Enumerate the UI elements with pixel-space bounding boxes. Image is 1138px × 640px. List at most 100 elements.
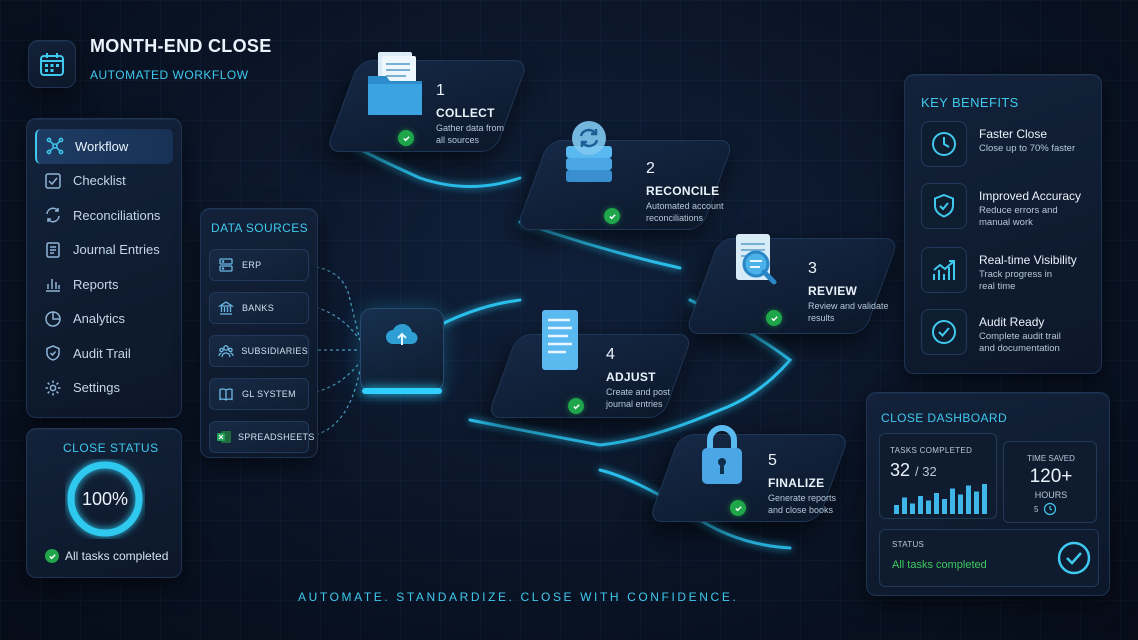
check-icon bbox=[604, 208, 620, 224]
sidebar-item-workflow[interactable]: Workflow bbox=[35, 129, 173, 164]
calendar-icon bbox=[28, 40, 76, 88]
source-gl-system[interactable]: GL SYSTEM bbox=[209, 378, 309, 410]
benefit-desc-line: Close up to 70% faster bbox=[979, 143, 1076, 154]
document-icon bbox=[538, 308, 584, 378]
source-label: SPREADSHEETS bbox=[238, 432, 315, 442]
source-banks[interactable]: BANKS bbox=[209, 292, 309, 324]
step-desc-line: Review and validate bbox=[808, 301, 889, 311]
step-desc-line: Generate reports bbox=[768, 493, 837, 503]
excel-icon bbox=[216, 427, 232, 447]
magnifier-document-icon bbox=[730, 230, 786, 298]
tasks-bar bbox=[902, 497, 907, 514]
source-spreadsheets[interactable]: SPREADSHEETS bbox=[209, 421, 314, 453]
tasks-bar-chart bbox=[894, 484, 987, 514]
step-desc-line: Gather data from bbox=[436, 123, 505, 133]
step-desc-line: Automated account bbox=[646, 201, 724, 211]
status-card: STATUS All tasks completed bbox=[879, 529, 1099, 587]
sidebar-item-audit-trail[interactable]: Audit Trail bbox=[35, 336, 173, 371]
progress-ring bbox=[67, 461, 143, 537]
sidebar-item-settings[interactable]: Settings bbox=[35, 371, 173, 406]
benefit-desc-line: and documentation bbox=[979, 343, 1060, 354]
sidebar-item-reports[interactable]: Reports bbox=[35, 267, 173, 302]
cloud-upload-icon bbox=[384, 320, 420, 352]
data-sources-title: DATA SOURCES bbox=[211, 221, 309, 235]
sidebar-item-label: Journal Entries bbox=[73, 242, 160, 258]
sidebar-item-analytics[interactable]: Analytics bbox=[35, 302, 173, 337]
sidebar-item-label: Reports bbox=[73, 276, 119, 292]
sidebar-item-label: Audit Trail bbox=[73, 345, 131, 361]
benefit-desc-line: Reduce errors and bbox=[979, 205, 1058, 216]
benefit-desc-line: manual work bbox=[979, 217, 1033, 228]
users-icon bbox=[216, 341, 235, 361]
close-dashboard-title: CLOSE DASHBOARD bbox=[881, 411, 1008, 425]
close-status-percent: 100% bbox=[81, 489, 129, 509]
app-subtitle: AUTOMATED WORKFLOW bbox=[90, 68, 249, 82]
step-title: REVIEW bbox=[808, 284, 858, 298]
data-sources-panel: DATA SOURCES ERP BANKS SUBSIDIARIES GL S… bbox=[200, 208, 318, 458]
source-label: ERP bbox=[242, 260, 262, 270]
trend-chart-icon bbox=[921, 247, 967, 293]
step-desc: Automated account reconciliations bbox=[646, 200, 724, 224]
tasks-completed-label: TASKS COMPLETED bbox=[890, 446, 973, 455]
tasks-bar bbox=[950, 488, 955, 514]
book-icon bbox=[216, 384, 236, 404]
close-status-panel: CLOSE STATUS 100% All tasks completed bbox=[26, 428, 182, 578]
benefit-title: Real-time Visibility bbox=[979, 253, 1077, 267]
benefit-desc: Close up to 70% faster bbox=[979, 143, 1089, 155]
journal-icon bbox=[43, 240, 63, 260]
check-icon bbox=[398, 130, 414, 146]
sidebar-item-checklist[interactable]: Checklist bbox=[35, 164, 173, 199]
tasks-completed-card: TASKS COMPLETED 32 / 32 bbox=[879, 433, 997, 519]
close-dashboard-panel: CLOSE DASHBOARD TASKS COMPLETED 32 / 32 … bbox=[866, 392, 1110, 596]
stopwatch-text: 5 bbox=[1034, 504, 1039, 514]
tasks-completed-value: 32 / 32 bbox=[890, 460, 937, 481]
status-value: All tasks completed bbox=[892, 559, 987, 571]
status-label: STATUS bbox=[892, 540, 925, 549]
step-desc: Review and validate results bbox=[808, 300, 889, 324]
pie-chart-icon bbox=[43, 309, 63, 329]
gear-icon bbox=[43, 378, 63, 398]
step-title: FINALIZE bbox=[768, 476, 825, 490]
close-status-title: CLOSE STATUS bbox=[63, 441, 159, 455]
sidebar-item-label: Reconciliations bbox=[73, 207, 161, 223]
sidebar: Workflow Checklist Reconciliations Journ… bbox=[26, 118, 182, 418]
benefit-desc-line: real time bbox=[979, 281, 1016, 292]
tasks-bar bbox=[926, 500, 931, 514]
source-subsidiaries[interactable]: SUBSIDIARIES bbox=[209, 335, 309, 367]
sidebar-item-label: Settings bbox=[73, 380, 120, 396]
step-desc-line: reconciliations bbox=[646, 213, 704, 223]
source-erp[interactable]: ERP bbox=[209, 249, 309, 281]
step-title: COLLECT bbox=[436, 106, 495, 120]
tasks-bar bbox=[910, 503, 915, 514]
time-saved-card: TIME SAVED 120+ HOURS 5 bbox=[1003, 441, 1097, 523]
key-benefits-title: KEY BENEFITS bbox=[921, 95, 1019, 110]
key-benefits-panel: KEY BENEFITS Faster Close Close up to 70… bbox=[904, 74, 1102, 374]
sidebar-item-journal-entries[interactable]: Journal Entries bbox=[35, 233, 173, 268]
sidebar-item-label: Checklist bbox=[73, 173, 126, 189]
close-status-footer: All tasks completed bbox=[45, 549, 168, 563]
stopwatch-icon: 5 bbox=[1034, 502, 1060, 516]
source-label: SUBSIDIARIES bbox=[241, 346, 308, 356]
sidebar-item-label: Workflow bbox=[75, 138, 129, 154]
tasks-bar bbox=[934, 493, 939, 514]
sidebar-item-reconciliations[interactable]: Reconciliations bbox=[35, 198, 173, 233]
folder-icon bbox=[364, 50, 426, 120]
step-desc-line: results bbox=[808, 313, 835, 323]
tasks-total: / 32 bbox=[915, 464, 937, 479]
check-icon bbox=[568, 398, 584, 414]
clock-icon bbox=[921, 121, 967, 167]
check-icon bbox=[766, 310, 782, 326]
step-number: 5 bbox=[768, 452, 777, 469]
